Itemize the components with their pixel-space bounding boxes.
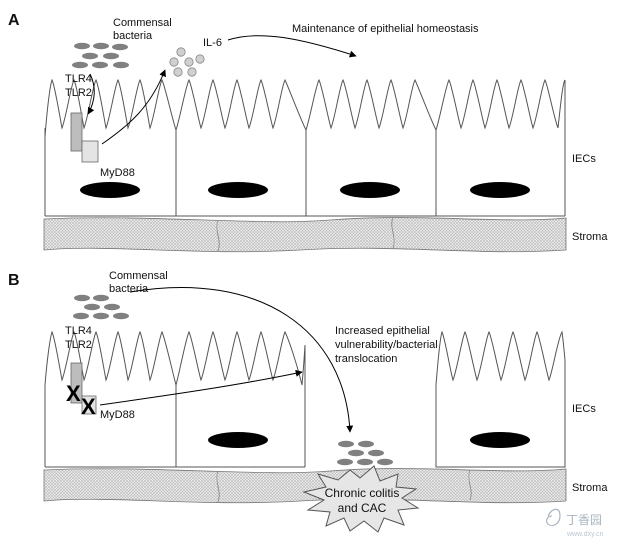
tlr2-label-b: TLR2	[65, 339, 92, 351]
stroma-band-a	[43, 217, 567, 253]
commensal-bacteria-cluster-b	[73, 294, 129, 320]
il6-particles	[169, 47, 205, 77]
watermark-brand: 丁香园	[566, 513, 602, 527]
burst-label-line2: and CAC	[338, 501, 387, 515]
bacteria-label-line1: Commensal	[113, 17, 172, 29]
tlr4-label-b: TLR4	[65, 325, 92, 337]
myd88-label-a: MyD88	[100, 167, 135, 179]
nuclei-b	[208, 432, 530, 448]
tlr-block-mark: X	[66, 381, 81, 406]
watermark-url: www.dxy.cn	[566, 531, 604, 538]
tlr4-label-a: TLR4	[65, 73, 92, 85]
il6-label: IL-6	[203, 37, 222, 49]
stroma-label-b: Stroma	[572, 482, 608, 494]
commensal-bacteria-cluster	[72, 42, 129, 69]
homeostasis-arrow	[227, 35, 357, 58]
panel-b-letter: B	[8, 272, 20, 289]
iecs-label-a: IECs	[572, 153, 596, 165]
outcome-b-line1: Increased epithelial	[335, 325, 430, 337]
myd88-to-il6-arrow	[101, 69, 166, 145]
stroma-band-b	[43, 468, 567, 504]
bacteria-label-line2-b: bacteria	[109, 283, 149, 295]
outcome-label: Maintenance of epithelial homeostasis	[292, 23, 479, 35]
bacteria-label-line1-b: Commensal	[109, 270, 168, 282]
myd88-label-b: MyD88	[100, 409, 135, 421]
translocation-arrow	[129, 287, 354, 433]
panel-b: B Commensal bacteria X X	[8, 270, 608, 533]
vulnerability-arrow	[99, 369, 303, 406]
panel-a: A Commensal bacteria IL-6 Maintenance of…	[8, 12, 608, 253]
chronic-colitis-burst	[302, 465, 420, 533]
nuclei-a	[80, 182, 530, 198]
outcome-b-line2: vulnerability/bacterial	[335, 339, 438, 351]
iecs-label-b: IECs	[572, 403, 596, 415]
translocated-bacteria	[337, 440, 393, 466]
bacteria-label-line2: bacteria	[113, 30, 153, 42]
tlr-receptor-a	[70, 112, 83, 152]
watermark-logo-icon	[546, 508, 561, 527]
bacteria-to-tlr-arrow	[87, 73, 95, 115]
stroma-label-a: Stroma	[572, 231, 608, 243]
panel-a-letter: A	[8, 12, 20, 29]
outcome-b-line3: translocation	[335, 353, 397, 365]
myd88-adaptor-b	[81, 395, 97, 415]
myd88-adaptor-a	[81, 140, 99, 163]
tlr2-label-a: TLR2	[65, 87, 92, 99]
tlr-receptor-b	[70, 362, 83, 404]
watermark: 丁香园 www.dxy.cn	[546, 508, 604, 538]
epithelial-layer-a	[44, 78, 566, 217]
burst-label-line1: Chronic colitis	[325, 486, 400, 500]
myd88-block-mark: X	[81, 394, 96, 419]
epithelial-layer-b	[44, 330, 566, 468]
